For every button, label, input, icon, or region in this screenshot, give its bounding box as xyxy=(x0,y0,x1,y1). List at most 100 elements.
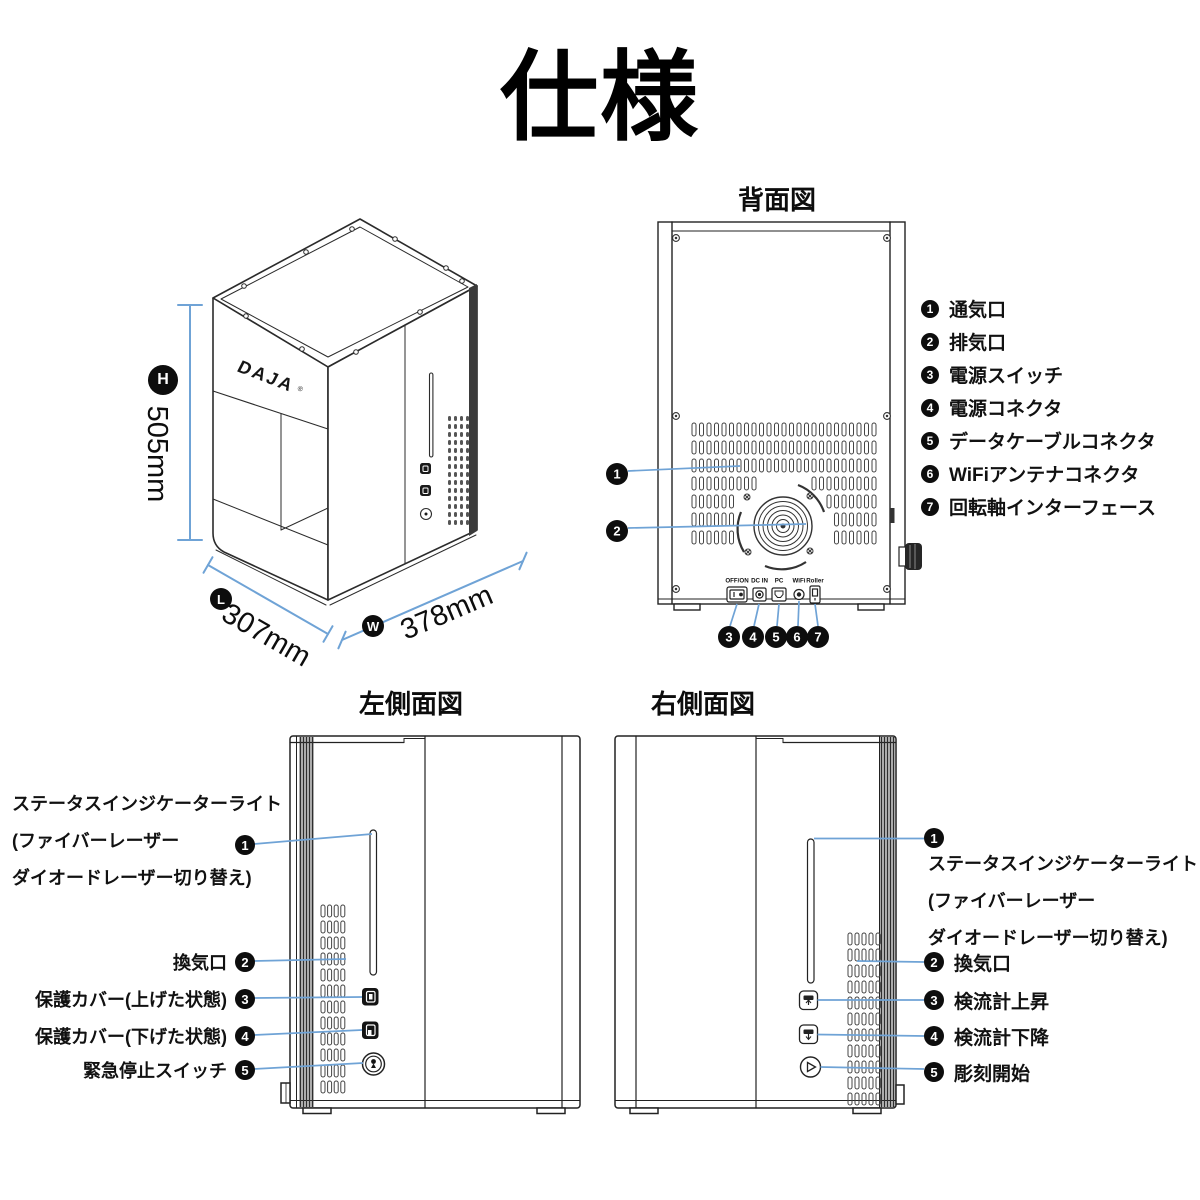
foot xyxy=(629,1107,659,1115)
foot xyxy=(673,603,701,611)
callout-badge: 6 xyxy=(793,630,800,645)
power-inlet-tab xyxy=(280,1082,291,1104)
legend-label: 電源コネクタ xyxy=(949,399,1063,420)
pc-port xyxy=(771,587,787,602)
power-inlet-tab xyxy=(895,1084,905,1105)
legend-row: 1 通気口 xyxy=(921,292,1156,325)
port-label: OFF/ON xyxy=(725,578,749,585)
legend-label: 排気口 xyxy=(949,333,1007,354)
callout-line: ダイオードレーザー切り替え) xyxy=(12,868,252,888)
legend-badge: 4 xyxy=(921,398,939,417)
legend-label: データケーブルコネクタ xyxy=(949,432,1156,453)
side-button-icon xyxy=(420,463,431,474)
legend-label: 電源スイッチ xyxy=(949,366,1064,387)
right-callout-row: 2 換気口 xyxy=(924,950,1011,975)
legend-row: 4 電源コネクタ xyxy=(921,391,1156,424)
galvo-down-button xyxy=(798,1024,819,1045)
callout-badge: 1 xyxy=(235,835,255,855)
callout-label: 緊急停止スイッチ xyxy=(83,1061,227,1081)
legend-row: 2 排気口 xyxy=(921,325,1156,358)
callout-lines xyxy=(253,833,373,1070)
connector-row xyxy=(726,585,821,604)
edge-ribs xyxy=(299,737,314,1107)
rear-panel xyxy=(657,221,906,605)
height-dim-value: 505mm xyxy=(141,405,173,503)
fan-screws xyxy=(743,492,814,556)
callout-line: ステータスインジケーターライト xyxy=(928,854,1198,874)
callout-badge: 2 xyxy=(924,952,944,972)
callout-label: 検流計上昇 xyxy=(954,991,1050,1013)
left-view-title: 左側面図 xyxy=(358,689,463,719)
port-labels: OFF/ON DC IN PC WiFi Roller xyxy=(725,578,824,585)
status-indicator-slot xyxy=(806,838,815,984)
height-dim-badge: H xyxy=(148,365,178,395)
status-indicator-slot xyxy=(428,372,434,458)
foot xyxy=(857,603,885,611)
legend-label: 回転軸インターフェース xyxy=(949,498,1156,519)
edge-ribs xyxy=(880,737,895,1107)
callout-line: ステータスインジケーターライト xyxy=(12,794,282,814)
brand-logo-mark: ® xyxy=(296,384,304,394)
callout-badge: 7 xyxy=(814,630,821,645)
legend-badge: 2 xyxy=(921,332,939,351)
callout-badge: 3 xyxy=(725,630,732,645)
callout-label: 保護カバー(下げた状態) xyxy=(35,1027,227,1047)
callout-badge: 4 xyxy=(924,1026,944,1046)
callout-label: 検流計下降 xyxy=(954,1027,1050,1049)
callout-badge: 3 xyxy=(924,990,944,1010)
status-indicator-slot xyxy=(369,829,378,976)
legend-label: WiFiアンテナコネクタ xyxy=(949,465,1140,486)
interior-cavity xyxy=(212,413,329,546)
callout-badge: 2 xyxy=(613,524,620,539)
callout-badge: 5 xyxy=(772,630,779,645)
left-callout-row: 保護カバー(上げた状態) 3 xyxy=(0,987,255,1011)
callout-badge: 3 xyxy=(235,989,255,1009)
legend-badge: 7 xyxy=(921,497,939,516)
rotary-knob xyxy=(890,508,922,570)
protective-cover-down-button xyxy=(362,1021,379,1039)
screws xyxy=(672,234,891,593)
callout-badge: 5 xyxy=(235,1060,255,1080)
callout-badge: 4 xyxy=(235,1026,255,1046)
right-callout-row: 5 彫刻開始 xyxy=(924,1060,1030,1085)
legend-row: 6 WiFiアンテナコネクタ xyxy=(921,457,1156,490)
isometric-view-drawing: DAJA ® xyxy=(177,218,528,650)
callout-label: 換気口 xyxy=(173,953,227,973)
power-switch xyxy=(726,586,748,603)
port-label: DC IN xyxy=(751,578,768,585)
port-label: WiFi xyxy=(792,578,805,585)
galvo-up-button xyxy=(798,990,819,1011)
left-panel xyxy=(289,735,581,1109)
dc-in-port xyxy=(752,587,767,602)
callout-label: 保護カバー(上げた状態) xyxy=(35,990,227,1010)
rear-view-title: 背面図 xyxy=(737,185,816,215)
callout-lines xyxy=(814,837,925,1070)
right-callout-row: 4 検流計下降 xyxy=(924,1024,1050,1049)
callout-line: (ファイバーレーザー xyxy=(12,831,180,851)
legend-row: 3 電源スイッチ xyxy=(921,358,1156,391)
legend-badge: 5 xyxy=(921,431,939,450)
port-label: Roller xyxy=(806,578,824,585)
screws xyxy=(241,226,465,355)
callout-badge: 5 xyxy=(924,1062,944,1082)
foot xyxy=(852,1107,882,1115)
left-callout-row: 保護カバー(下げた状態) 4 xyxy=(0,1024,255,1048)
length-dim-badge: L xyxy=(210,588,232,610)
callout-badge: 4 xyxy=(749,630,757,645)
right-view-drawing xyxy=(614,735,925,1115)
roller-port xyxy=(809,585,821,604)
rear-legend: 1 通気口 2 排気口 3 電源スイッチ 4 電源コネクタ 5 データケーブルコ… xyxy=(921,292,1156,523)
right-callout-1-label: ステータスインジケーターライト (ファイバーレーザー ダイオードレーザー切り替え… xyxy=(928,850,1198,961)
left-view-drawing xyxy=(253,735,581,1115)
emergency-stop-button xyxy=(361,1052,386,1076)
legend-badge: 1 xyxy=(921,299,939,318)
left-callout-row: 緊急停止スイッチ 5 xyxy=(0,1058,255,1082)
foot xyxy=(536,1107,566,1115)
right-view-title: 右側面図 xyxy=(650,689,755,719)
wifi-antenna-port xyxy=(793,588,805,601)
legend-badge: 6 xyxy=(921,464,939,483)
vent-slots xyxy=(847,932,881,1106)
callout-badge: 1 xyxy=(924,828,944,848)
start-button-icon xyxy=(419,507,433,521)
